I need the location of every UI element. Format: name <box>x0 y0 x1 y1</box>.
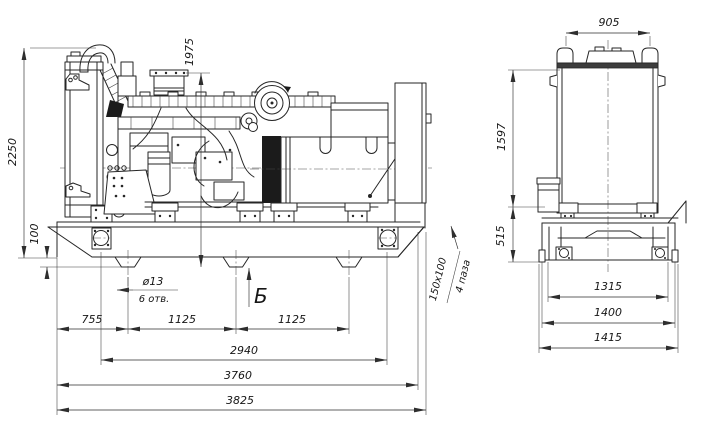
mounting-feet <box>114 250 363 277</box>
side-view-dimensions: 2250 1975 100 ø13 6 отв. Б 150x100 4 паз… <box>6 38 473 415</box>
dim-pitch-a: 755 <box>82 313 103 326</box>
frame-pan <box>584 230 643 239</box>
starter <box>213 181 245 201</box>
dim-overall-width: 1415 <box>594 331 622 344</box>
end-gusset <box>667 200 687 224</box>
radiator-top-cap <box>66 55 102 63</box>
corner-tab-left <box>538 249 546 263</box>
lifting-slot-front <box>319 136 332 154</box>
radiator-top-band <box>556 62 659 69</box>
tensioner-pulley <box>248 122 258 132</box>
dim-air-cleaner-height: 1975 <box>183 38 196 66</box>
frame-front <box>538 200 687 263</box>
dim-inner-width: 1315 <box>594 280 622 293</box>
dim-frame-length: 3760 <box>224 369 252 382</box>
mount-pedestals <box>151 202 371 223</box>
dim-hole-span: 2940 <box>230 344 258 357</box>
dim-frame-width: 1400 <box>594 306 622 319</box>
panel-tab <box>425 113 432 124</box>
front-bracket <box>106 100 124 117</box>
exhaust-manifold <box>117 116 241 130</box>
battery-box <box>536 177 561 213</box>
corner-tab-right <box>671 249 679 263</box>
radiator-foot-right <box>636 202 658 214</box>
hose-corrugation <box>99 69 118 108</box>
radiator-bracket-upper <box>65 73 90 91</box>
dim-overall-height: 2250 <box>6 138 19 166</box>
radiator-dome-right <box>641 47 659 63</box>
dim-overall-length: 3825 <box>226 394 254 407</box>
radiator-filler <box>70 51 81 57</box>
alternator <box>250 102 408 204</box>
dim-upper-height: 1597 <box>495 123 508 151</box>
radiator-dome-left <box>556 47 574 63</box>
coupling-housing <box>262 136 281 203</box>
dim-hole-count: 6 отв. <box>139 294 170 305</box>
hose-elbow <box>79 44 116 73</box>
dim-frame-height: 515 <box>494 226 507 247</box>
dim-slot-size: 150x100 <box>428 257 449 302</box>
side-hook-right <box>657 74 666 88</box>
dim-foot-height: 100 <box>28 224 41 245</box>
radiator-core <box>556 62 659 214</box>
radiator-front <box>549 46 666 219</box>
intake-hose <box>79 44 129 108</box>
view-b-label: Б <box>254 284 268 308</box>
alternator-body <box>280 136 389 204</box>
lifting-slot-rear <box>365 136 378 154</box>
side-hook-left <box>549 74 558 88</box>
panel-gusset <box>397 227 424 258</box>
engine <box>102 61 379 215</box>
dim-pitch-b: 1125 <box>168 313 196 326</box>
radiator-foot-left <box>557 202 579 214</box>
rear-panel <box>394 82 432 258</box>
fan-pulley <box>248 81 291 132</box>
end-view <box>536 40 687 272</box>
side-view <box>47 44 432 277</box>
dim-hole-dia: ø13 <box>142 275 164 288</box>
front-pulley <box>106 144 118 156</box>
filler-housing <box>585 50 637 64</box>
dim-pitch-c: 1125 <box>278 313 306 326</box>
fuel-line <box>185 107 228 161</box>
end-view-dimensions: 905 1597 515 1315 1400 1415 <box>494 16 679 353</box>
terminal-box <box>330 102 389 138</box>
dim-top-width: 905 <box>599 16 620 29</box>
